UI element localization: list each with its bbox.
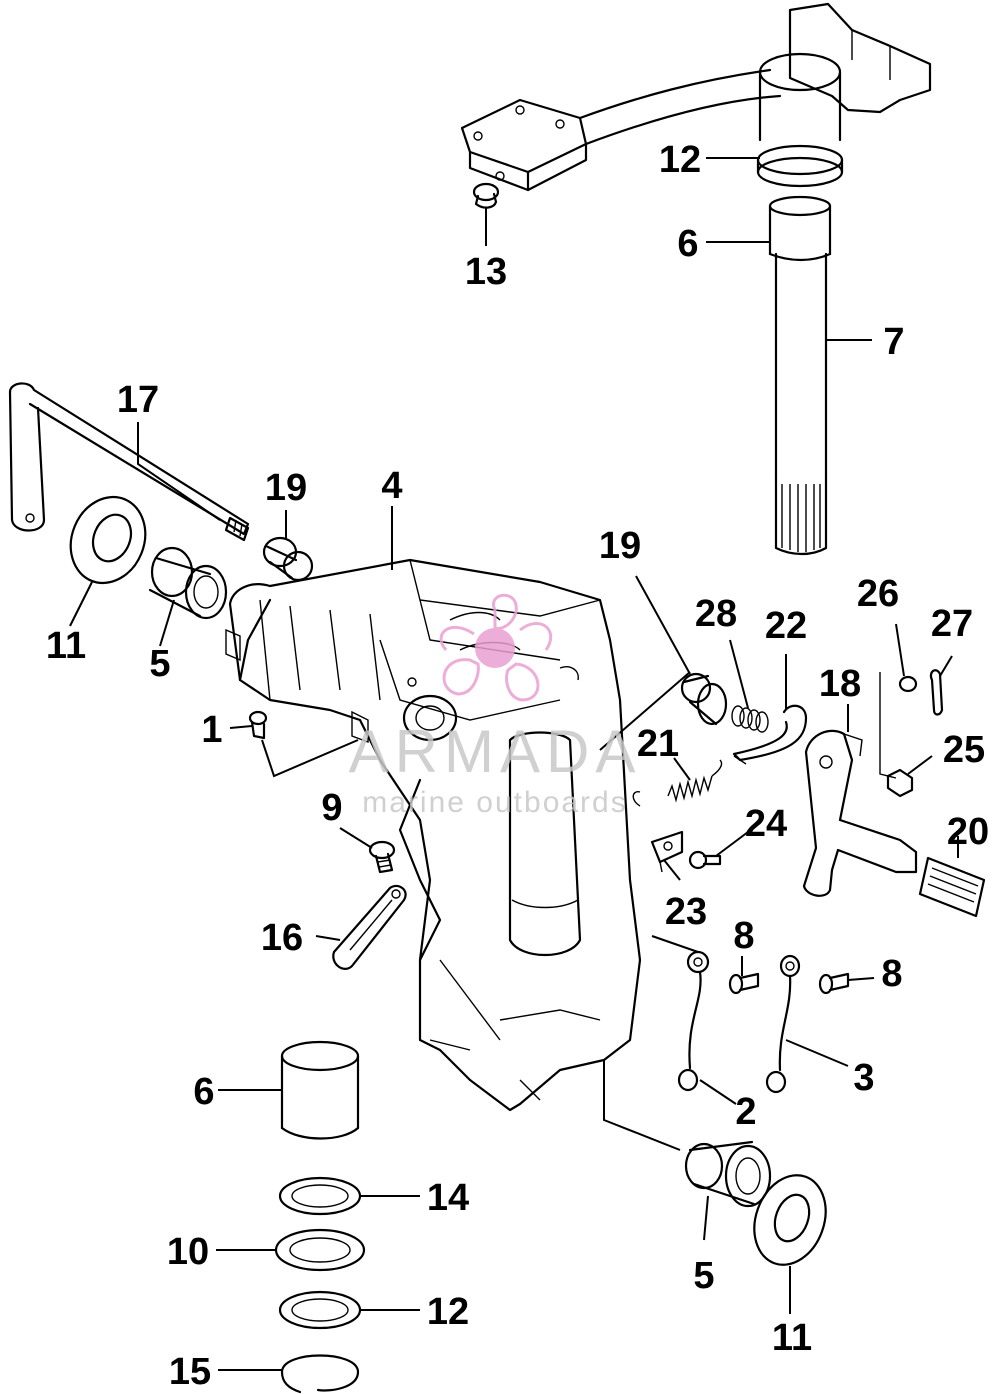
callout-18: 18 bbox=[819, 663, 861, 705]
grease-fitting-13 bbox=[472, 182, 500, 209]
watermark-tagline: marine outboards bbox=[362, 786, 627, 819]
tilt-tube-17 bbox=[8, 382, 250, 542]
screw-24 bbox=[688, 850, 722, 870]
upper-bushing-6 bbox=[768, 195, 832, 262]
callout-9: 9 bbox=[321, 787, 342, 829]
callout-17: 17 bbox=[117, 379, 159, 421]
screw-8-right bbox=[818, 972, 850, 995]
cotter-pin-27 bbox=[929, 669, 944, 716]
callout-15: 15 bbox=[169, 1351, 211, 1393]
callout-11-right: 11 bbox=[772, 1317, 812, 1359]
callout-21: 21 bbox=[637, 723, 679, 765]
ground-wire-2 bbox=[651, 935, 710, 1092]
callout-11-left: 11 bbox=[46, 625, 86, 667]
callout-14: 14 bbox=[427, 1177, 469, 1219]
callout-25: 25 bbox=[943, 729, 985, 771]
callout-5-right: 5 bbox=[693, 1255, 714, 1297]
callout-6-upper: 6 bbox=[677, 223, 698, 265]
pad-20 bbox=[918, 856, 986, 918]
clip-23 bbox=[650, 830, 684, 873]
callout-24: 24 bbox=[745, 803, 787, 845]
screw-8-left bbox=[728, 972, 760, 995]
callout-27: 27 bbox=[931, 603, 973, 645]
callout-12-upper: 12 bbox=[659, 139, 701, 181]
callout-16: 16 bbox=[261, 917, 303, 959]
lever-22 bbox=[732, 704, 808, 765]
bushing-5-left bbox=[148, 546, 228, 620]
tilt-lock-lever-18 bbox=[802, 729, 918, 897]
callout-28: 28 bbox=[695, 593, 737, 635]
propeller-logo-icon bbox=[439, 593, 553, 702]
callout-19-right: 19 bbox=[599, 525, 641, 567]
callout-6-lower: 6 bbox=[193, 1071, 214, 1113]
callout-22: 22 bbox=[765, 605, 807, 647]
bushing-5-right bbox=[603, 1060, 772, 1208]
callout-labels: 17 19 4 11 5 1 9 16 6 14 10 12 15 12 6 1… bbox=[46, 139, 989, 1393]
spring-28 bbox=[731, 705, 769, 733]
bushing-19-right bbox=[680, 672, 728, 726]
callout-12-lower: 12 bbox=[427, 1291, 469, 1333]
screw-9 bbox=[368, 840, 396, 874]
bushing-19-left bbox=[262, 536, 314, 582]
callout-8-left: 8 bbox=[733, 915, 754, 957]
washer-12-lower bbox=[278, 1290, 362, 1330]
spring-21 bbox=[599, 671, 723, 807]
callout-5-left: 5 bbox=[149, 643, 170, 685]
callout-1: 1 bbox=[201, 709, 222, 751]
washer-11-right bbox=[753, 1174, 827, 1266]
ground-wire-3 bbox=[765, 954, 801, 1094]
callout-7: 7 bbox=[883, 321, 904, 363]
washer-10 bbox=[274, 1228, 366, 1272]
swivel-bracket-4 bbox=[225, 558, 642, 1112]
steering-bracket bbox=[460, 2, 932, 192]
washer-14 bbox=[278, 1176, 362, 1216]
leader-lines bbox=[69, 157, 959, 1371]
lock-plate-16 bbox=[332, 884, 407, 970]
callout-2: 2 bbox=[735, 1091, 756, 1133]
watermark-brand: ARMADA bbox=[349, 718, 642, 785]
callout-10: 10 bbox=[167, 1231, 209, 1273]
watermark: ARMADA marine outboards bbox=[349, 593, 642, 819]
lower-bushing-6 bbox=[280, 1040, 360, 1140]
callout-4: 4 bbox=[381, 465, 402, 507]
nut-25 bbox=[886, 768, 914, 798]
upper-washer-12 bbox=[756, 144, 844, 188]
washer-11-left bbox=[69, 495, 147, 585]
callout-8-right: 8 bbox=[881, 953, 902, 995]
snap-ring-15 bbox=[280, 1354, 360, 1394]
callout-20: 20 bbox=[947, 811, 989, 853]
callout-23: 23 bbox=[665, 891, 707, 933]
callout-26: 26 bbox=[857, 573, 899, 615]
callout-13: 13 bbox=[465, 251, 507, 293]
callout-3: 3 bbox=[853, 1057, 874, 1099]
washer-26 bbox=[879, 672, 918, 779]
steering-shaft-7 bbox=[774, 252, 828, 556]
grease-fitting-1 bbox=[248, 710, 359, 778]
callout-19-left: 19 bbox=[265, 467, 307, 509]
